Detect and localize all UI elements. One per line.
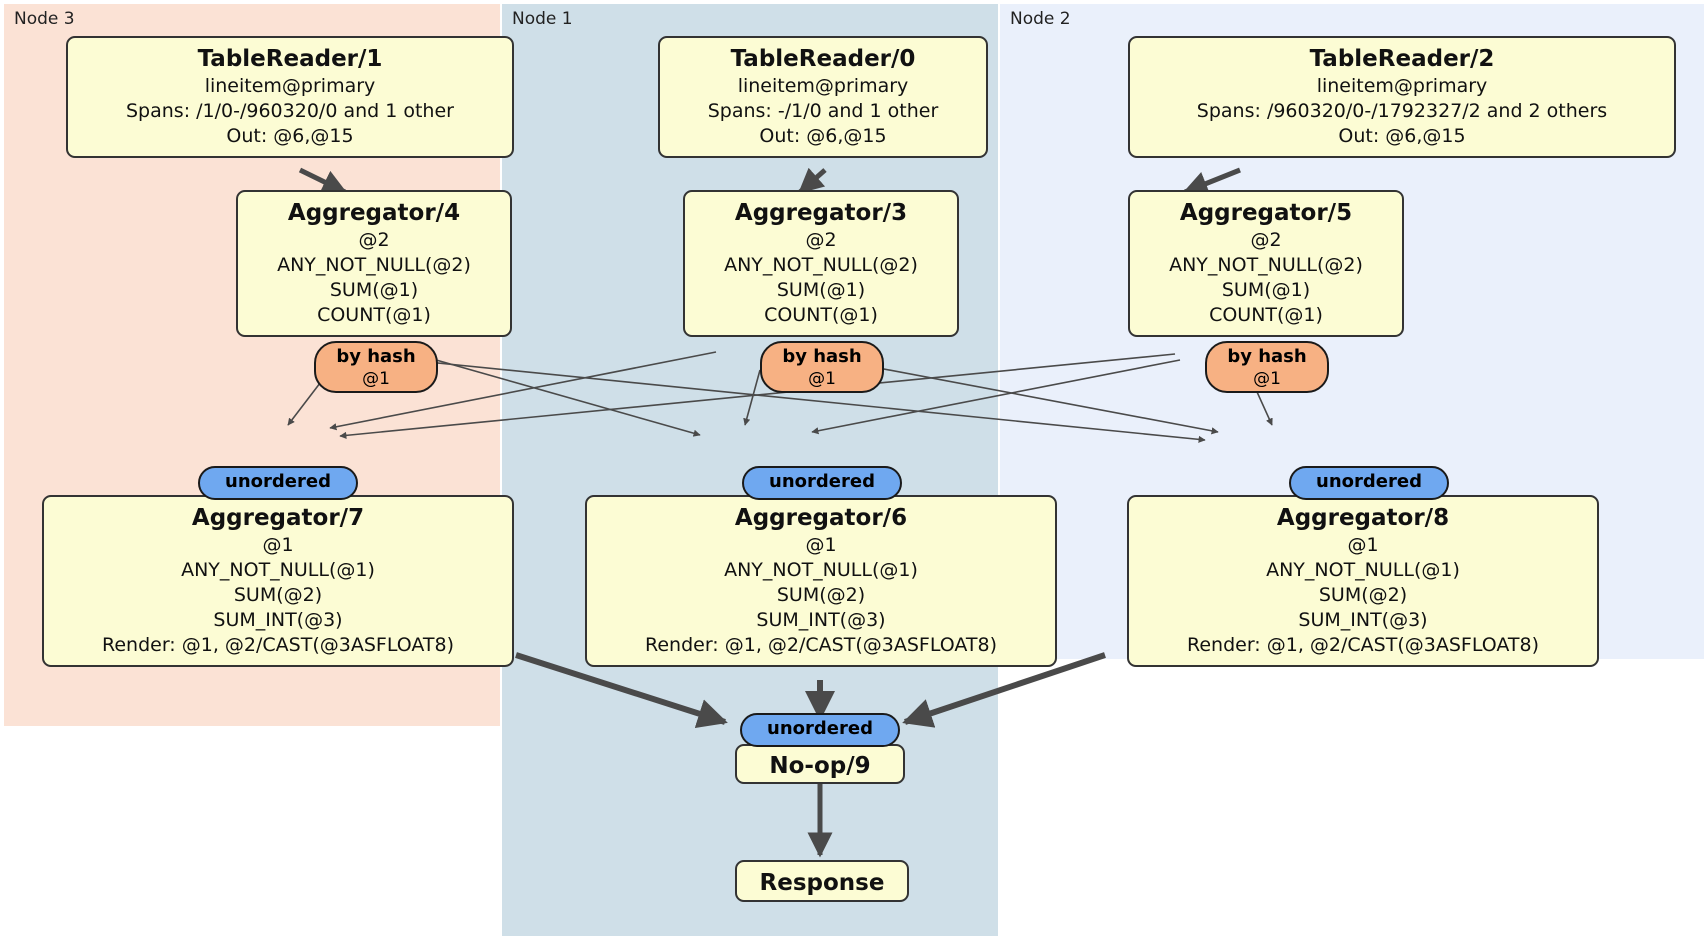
processor-line: @1 (1347, 534, 1379, 556)
synchronizer-unordered-aggregator-6[interactable]: unordered (742, 466, 902, 500)
processor-title: Aggregator/7 (191, 505, 365, 531)
processor-title: No-op/9 (769, 753, 871, 779)
processor-table-reader-0[interactable]: TableReader/0 lineitem@primary Spans: -/… (658, 36, 988, 158)
synchronizer-unordered-aggregator-8[interactable]: unordered (1289, 466, 1449, 500)
synchronizer-unordered-final[interactable]: unordered (740, 713, 900, 747)
processor-line: @2 (358, 229, 390, 251)
processor-line: ANY_NOT_NULL(@2) (724, 254, 918, 276)
router-kind: by hash (336, 346, 416, 367)
synchronizer-label: unordered (1316, 471, 1422, 492)
processor-line: lineitem@primary (1316, 75, 1488, 97)
processor-title: Aggregator/3 (734, 200, 908, 226)
node-panel-label-node1: Node 1 (512, 9, 573, 29)
processor-line: ANY_NOT_NULL(@1) (724, 559, 918, 581)
processor-aggregator-7[interactable]: Aggregator/7 @1 ANY_NOT_NULL(@1) SUM(@2)… (42, 495, 514, 667)
router-key: @1 (808, 369, 836, 389)
processor-aggregator-4[interactable]: Aggregator/4 @2 ANY_NOT_NULL(@2) SUM(@1)… (236, 190, 512, 337)
processor-line: COUNT(@1) (317, 304, 431, 326)
processor-line: SUM_INT(@3) (756, 609, 886, 631)
router-kind: by hash (1227, 346, 1307, 367)
processor-line: @1 (805, 534, 837, 556)
processor-line: COUNT(@1) (764, 304, 878, 326)
processor-line: lineitem@primary (204, 75, 376, 97)
router-by-hash-aggregator-3[interactable]: by hash @1 (760, 341, 884, 393)
processor-title: TableReader/2 (1309, 46, 1495, 72)
processor-aggregator-8[interactable]: Aggregator/8 @1 ANY_NOT_NULL(@1) SUM(@2)… (1127, 495, 1599, 667)
processor-line: lineitem@primary (737, 75, 909, 97)
processor-title: Aggregator/8 (1276, 505, 1450, 531)
processor-line: Render: @1, @2/CAST(@3ASFLOAT8) (102, 634, 454, 656)
processor-line: Render: @1, @2/CAST(@3ASFLOAT8) (1187, 634, 1539, 656)
processor-aggregator-5[interactable]: Aggregator/5 @2 ANY_NOT_NULL(@2) SUM(@1)… (1128, 190, 1404, 337)
processor-title: Response (759, 870, 885, 896)
processor-line: ANY_NOT_NULL(@2) (277, 254, 471, 276)
processor-table-reader-2[interactable]: TableReader/2 lineitem@primary Spans: /9… (1128, 36, 1676, 158)
processor-line: SUM(@2) (1318, 584, 1408, 606)
processor-line: ANY_NOT_NULL(@1) (181, 559, 375, 581)
processor-title: Aggregator/6 (734, 505, 908, 531)
router-kind: by hash (782, 346, 862, 367)
processor-line: ANY_NOT_NULL(@1) (1266, 559, 1460, 581)
processor-line: SUM(@1) (329, 279, 419, 301)
processor-line: Spans: /960320/0-/1792327/2 and 2 others (1196, 100, 1608, 122)
processor-line: @2 (1250, 229, 1282, 251)
synchronizer-label: unordered (225, 471, 331, 492)
router-key: @1 (362, 369, 390, 389)
processor-line: SUM(@1) (1221, 279, 1311, 301)
processor-title: TableReader/1 (197, 46, 383, 72)
processor-table-reader-1[interactable]: TableReader/1 lineitem@primary Spans: /1… (66, 36, 514, 158)
router-key: @1 (1253, 369, 1281, 389)
processor-line: SUM(@1) (776, 279, 866, 301)
processor-line: Spans: /1/0-/960320/0 and 1 other (126, 100, 454, 122)
processor-aggregator-3[interactable]: Aggregator/3 @2 ANY_NOT_NULL(@2) SUM(@1)… (683, 190, 959, 337)
processor-line: @1 (262, 534, 294, 556)
synchronizer-label: unordered (769, 471, 875, 492)
processor-line: ANY_NOT_NULL(@2) (1169, 254, 1363, 276)
processor-line: Out: @6,@15 (1338, 125, 1466, 147)
processor-line: Out: @6,@15 (759, 125, 887, 147)
processor-line: SUM_INT(@3) (1298, 609, 1428, 631)
router-by-hash-aggregator-5[interactable]: by hash @1 (1205, 341, 1329, 393)
processor-response[interactable]: Response (735, 860, 909, 902)
processor-line: SUM(@2) (233, 584, 323, 606)
processor-line: @2 (805, 229, 837, 251)
processor-noop-9[interactable]: No-op/9 (735, 744, 905, 784)
node-panel-label-node2: Node 2 (1010, 9, 1071, 29)
processor-line: SUM(@2) (776, 584, 866, 606)
processor-line: Out: @6,@15 (226, 125, 354, 147)
processor-title: Aggregator/5 (1179, 200, 1353, 226)
synchronizer-label: unordered (767, 718, 873, 739)
router-by-hash-aggregator-4[interactable]: by hash @1 (314, 341, 438, 393)
processor-aggregator-6[interactable]: Aggregator/6 @1 ANY_NOT_NULL(@1) SUM(@2)… (585, 495, 1057, 667)
processor-title: TableReader/0 (730, 46, 916, 72)
node-panel-label-node3: Node 3 (14, 9, 75, 29)
processor-line: SUM_INT(@3) (213, 609, 343, 631)
processor-line: Spans: -/1/0 and 1 other (707, 100, 939, 122)
synchronizer-unordered-aggregator-7[interactable]: unordered (198, 466, 358, 500)
processor-line: Render: @1, @2/CAST(@3ASFLOAT8) (645, 634, 997, 656)
processor-line: COUNT(@1) (1209, 304, 1323, 326)
processor-title: Aggregator/4 (287, 200, 461, 226)
